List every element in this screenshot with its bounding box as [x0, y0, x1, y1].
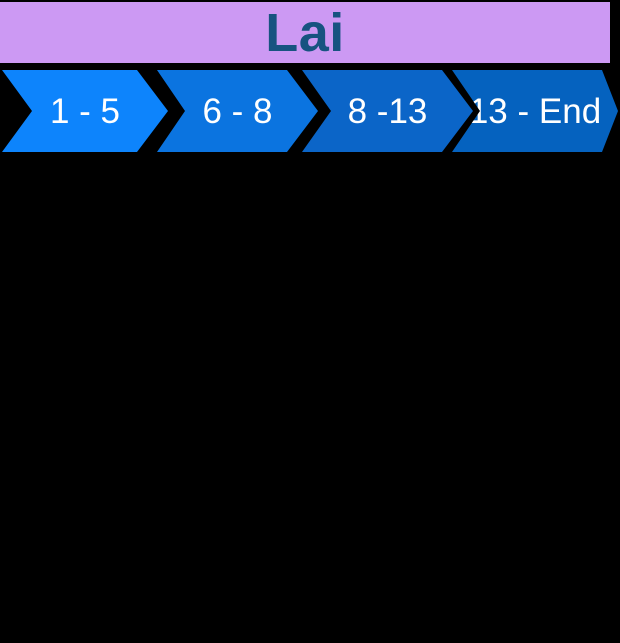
- flow-step-label: 8 -13: [347, 91, 428, 131]
- page-title: Lai: [265, 2, 345, 63]
- flow-step-label: 1 - 5: [49, 91, 121, 131]
- flow-step-label: 6 - 8: [202, 91, 273, 131]
- flow-step-label: 13 - End: [468, 91, 602, 131]
- flow-step-13-end[interactable]: 13 - End: [452, 70, 618, 152]
- flow-step-1-5[interactable]: 1 - 5: [2, 70, 168, 152]
- process-flow: 1 - 5 6 - 8 8 -13 13 - End: [0, 70, 620, 152]
- title-bar: Lai: [0, 2, 610, 63]
- flow-step-8-13[interactable]: 8 -13: [302, 70, 473, 152]
- flow-step-6-8[interactable]: 6 - 8: [157, 70, 318, 152]
